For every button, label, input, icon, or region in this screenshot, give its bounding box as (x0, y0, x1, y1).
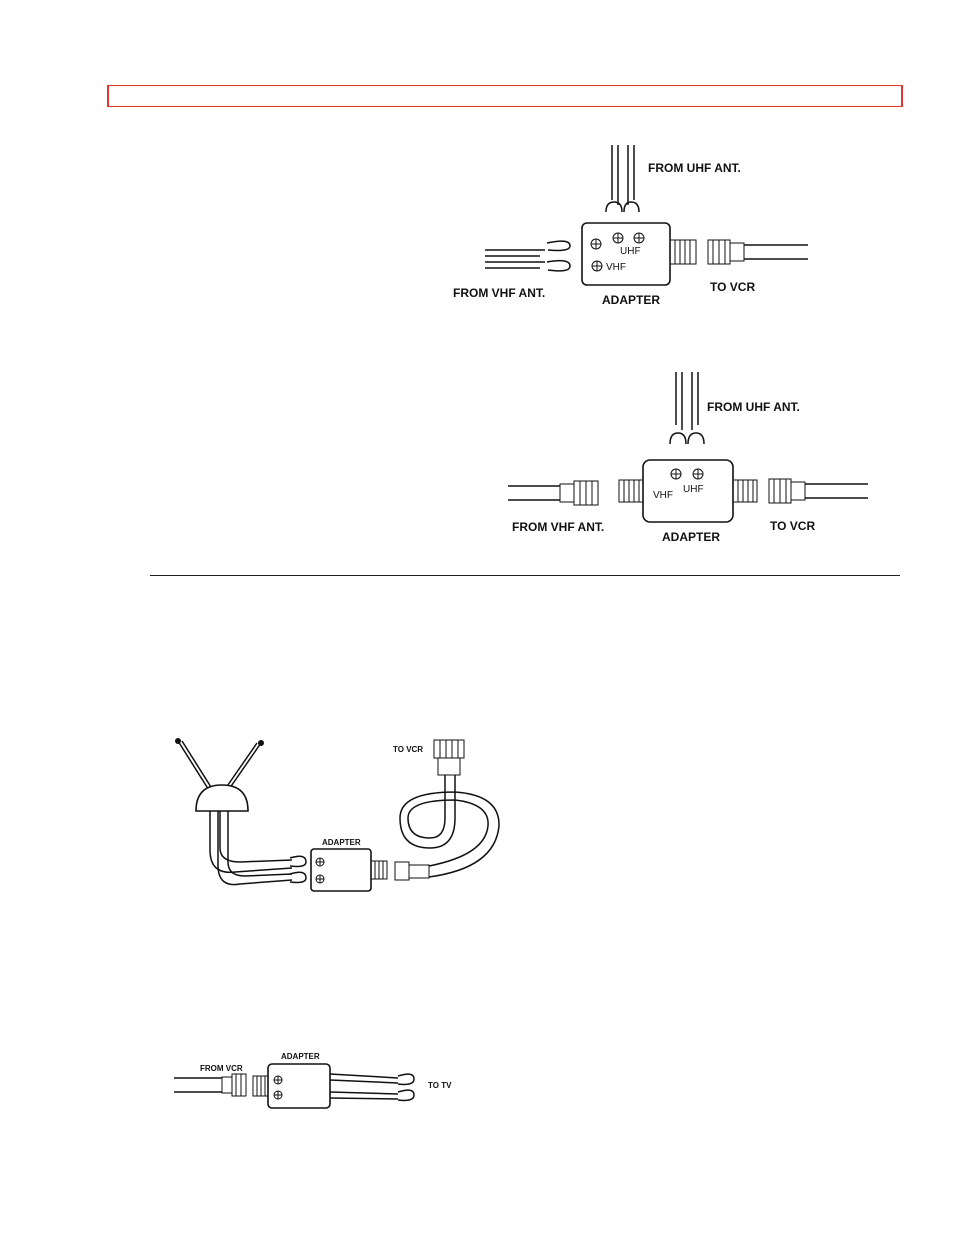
from-vcr-label: FROM VCR (200, 1064, 243, 1073)
to-tv-label: TO TV (428, 1081, 452, 1090)
adapter-box (268, 1064, 330, 1108)
coax-from-vcr (174, 1074, 246, 1096)
adapter-label: ADAPTER (281, 1052, 320, 1061)
twin-lead-to-tv (330, 1074, 414, 1100)
